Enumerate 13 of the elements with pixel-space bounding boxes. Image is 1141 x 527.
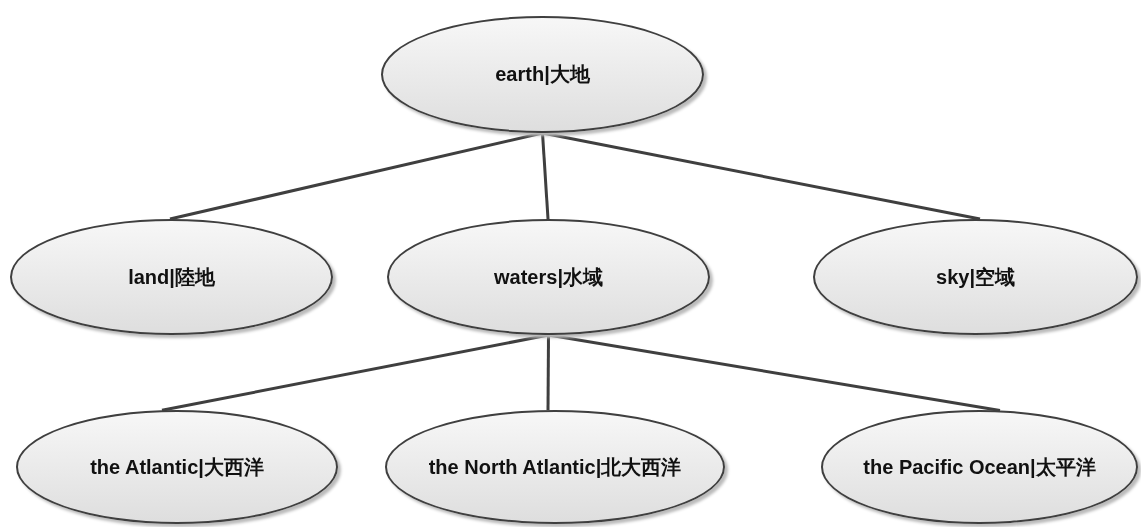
ellipse-node: earth|大地 bbox=[381, 16, 704, 133]
connector-line bbox=[546, 335, 550, 411]
ellipse-node: sky|空域 bbox=[813, 219, 1138, 335]
connector-line bbox=[161, 333, 549, 412]
ellipse-node: land|陸地 bbox=[10, 219, 333, 335]
ellipse-node: the Atlantic|大西洋 bbox=[16, 410, 338, 524]
ellipse-node: the North Atlantic|北大西洋 bbox=[385, 410, 725, 524]
connector-line bbox=[169, 131, 543, 221]
ellipse-node: the Pacific Ocean|太平洋 bbox=[821, 410, 1138, 524]
connector-line bbox=[541, 132, 550, 220]
connector-line bbox=[548, 333, 1001, 412]
connector-line bbox=[542, 131, 981, 221]
ellipse-node: waters|水域 bbox=[387, 219, 710, 335]
